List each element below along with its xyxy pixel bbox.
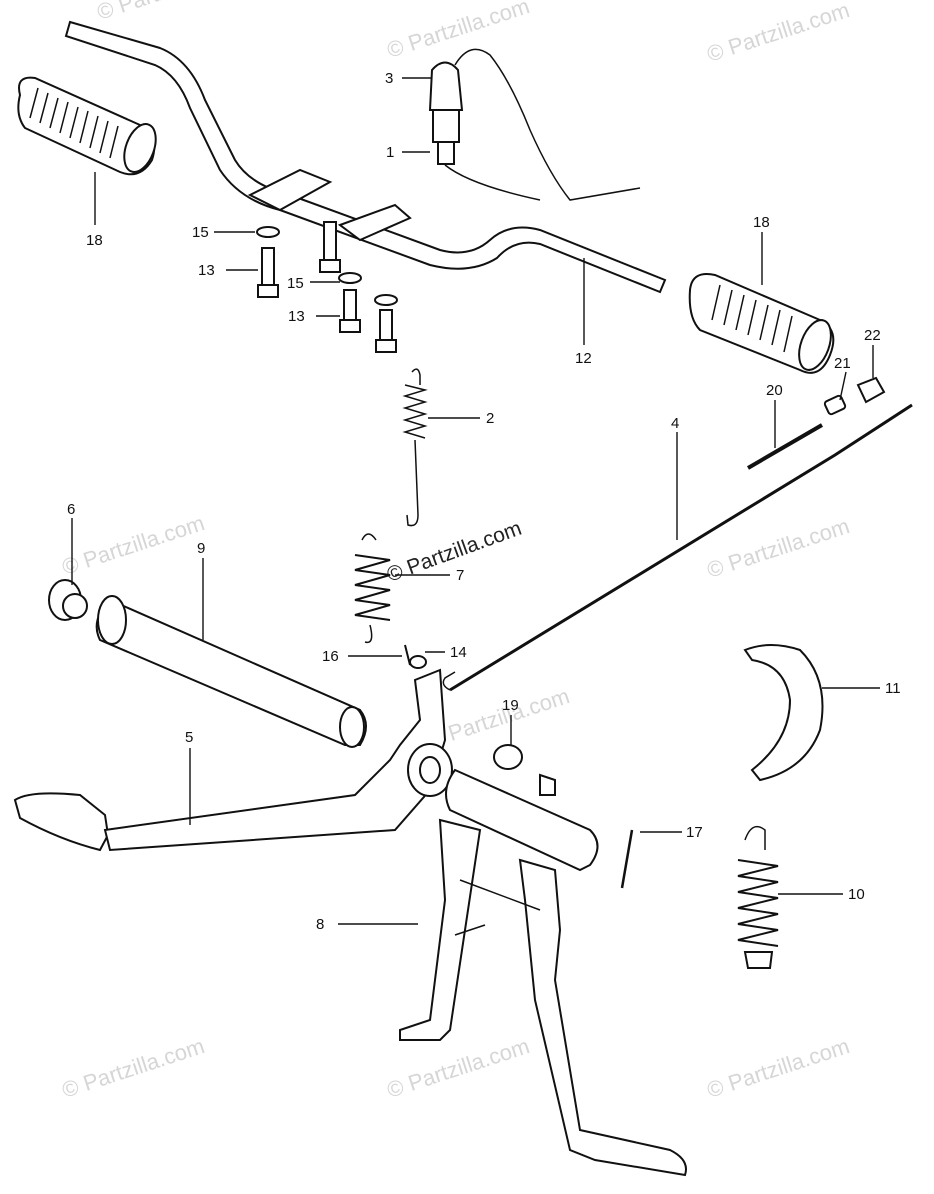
watermark: © Partzilla.com [384,0,533,63]
stand-spring [737,825,779,969]
watermark: © Partzilla.com [59,1033,208,1103]
footrest-rubber-right [688,273,835,374]
callout-14: 14 [450,644,467,661]
footrest-bar [64,20,667,294]
watermark: © Partzilla.com [704,1033,853,1103]
spring-large [354,533,391,644]
callout-4: 4 [671,415,679,432]
leader-lines [71,77,880,925]
callout-17: 17 [686,824,703,841]
cotter-pin [620,829,634,889]
callout-18-left: 18 [86,232,103,249]
callout-18-right: 18 [753,214,770,231]
rod-hardware [746,376,886,470]
bolts-washers [256,221,398,353]
bracket [743,644,824,782]
callout-10: 10 [848,886,865,903]
callout-2: 2 [486,410,494,427]
watermark: © Partzilla.com [94,0,243,25]
callout-19: 19 [502,697,519,714]
callout-13-a: 13 [198,262,215,279]
watermark: © Partzilla.com [704,0,853,67]
brake-pedal [13,668,453,852]
callout-20: 20 [766,382,783,399]
callout-15-a: 15 [192,224,209,241]
callout-3: 3 [385,70,393,87]
callout-5: 5 [185,729,193,746]
brake-rod [442,403,913,692]
watermark: © Partzilla.com [704,513,853,583]
watermark-center: © Partzilla.com [384,517,525,587]
stop-switch [428,48,641,201]
callout-7: 7 [456,567,464,584]
callout-6: 6 [67,501,75,518]
callout-13-b: 13 [288,308,305,325]
callout-11: 11 [885,680,901,697]
main-stand [399,768,687,1177]
callout-22: 22 [864,327,881,344]
callout-9: 9 [197,540,205,557]
callout-21: 21 [834,355,851,372]
watermark: © Partzilla.com [384,1033,533,1103]
callout-8: 8 [316,916,324,933]
collar-shaft [48,579,367,748]
watermark: © Partzilla.com [424,683,573,753]
pin-washer [404,644,427,669]
watermark: © Partzilla.com [59,510,208,580]
callout-16: 16 [322,648,339,665]
callout-1: 1 [386,144,394,161]
spring-small [402,368,428,527]
callout-15-b: 15 [287,275,304,292]
rubber-stopper [493,744,523,770]
footrest-rubber-left [17,76,157,176]
callout-12: 12 [575,350,592,367]
